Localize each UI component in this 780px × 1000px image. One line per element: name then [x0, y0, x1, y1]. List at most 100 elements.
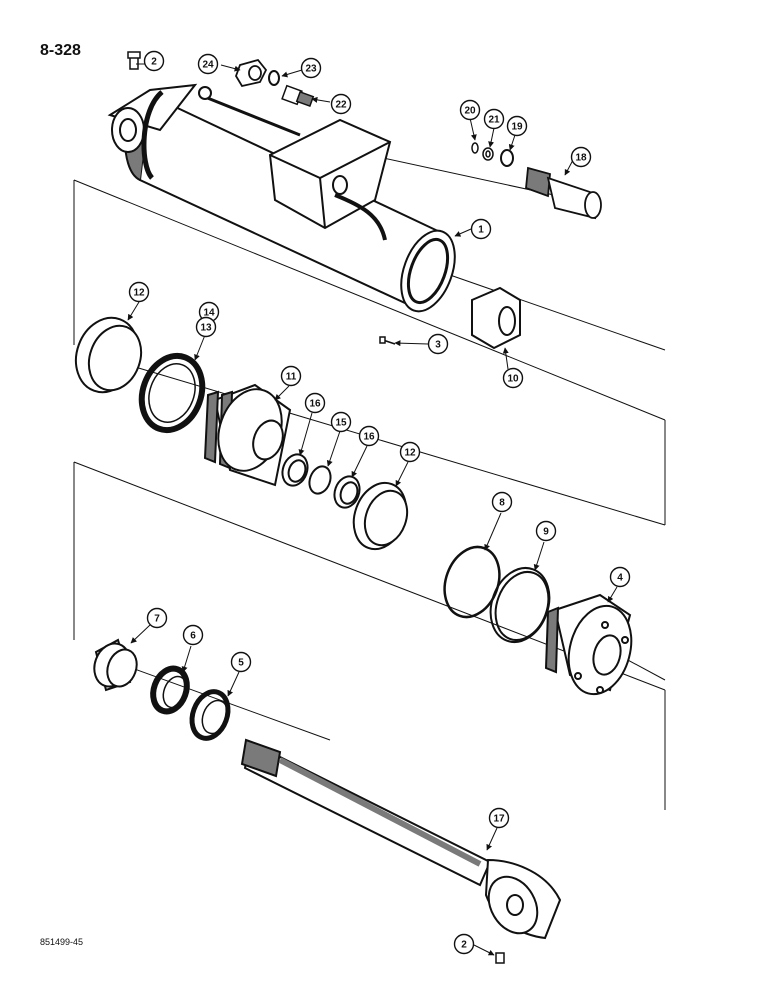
- callout-24: 24: [197, 53, 219, 75]
- callout-number: 3: [435, 340, 441, 351]
- callout-number: 9: [543, 527, 549, 538]
- callout-leaders: [127, 63, 618, 956]
- callout-circle: [143, 50, 165, 72]
- o-ring-19: [500, 149, 514, 167]
- callout-number: 11: [286, 372, 297, 383]
- callout-number: 5: [238, 658, 244, 669]
- page-number: 8-328: [40, 42, 81, 59]
- callout-circle: [197, 53, 219, 75]
- callout-17: 17: [488, 807, 510, 829]
- callout-16-b: 16: [358, 425, 380, 447]
- callout-circle: [570, 146, 592, 168]
- nut-10: [471, 286, 521, 350]
- callout-circle: [195, 316, 217, 338]
- callout-circle: [182, 624, 204, 646]
- callout-11: 11: [280, 365, 302, 387]
- callout-12-a: 12: [128, 281, 150, 303]
- callout-number: 17: [493, 814, 505, 825]
- callout-number: 23: [305, 64, 317, 75]
- callout-number: 15: [335, 418, 347, 429]
- callout-circle: [146, 607, 168, 629]
- callout-number: 14: [203, 308, 215, 319]
- callout-number: 22: [335, 100, 347, 111]
- bushing-7: [93, 638, 138, 692]
- callout-number: 16: [363, 432, 375, 443]
- callout-circle: [491, 491, 513, 513]
- callout-circle: [483, 108, 505, 130]
- seal-13-14: [138, 352, 206, 434]
- callout-16-a: 16: [304, 392, 326, 414]
- gland-4: [544, 593, 633, 696]
- wiper-5: [189, 689, 231, 741]
- backup-ring-9: [489, 567, 551, 643]
- callout-number: 13: [200, 323, 212, 334]
- callout-15: 15: [330, 411, 352, 433]
- callout-circle: [502, 367, 524, 389]
- callout-7: 7: [146, 607, 168, 629]
- callout-number: 8: [499, 498, 505, 509]
- callout-circle: [470, 218, 492, 240]
- ring-20: [471, 142, 479, 154]
- callout-number: 12: [404, 448, 416, 459]
- callout-20: 20: [459, 99, 481, 121]
- o-ring-15: [308, 465, 332, 495]
- ring-21: [482, 147, 494, 161]
- callout-number: 2: [461, 940, 467, 951]
- callout-number: 1: [478, 225, 484, 236]
- callout-circle: [280, 365, 302, 387]
- screw-3: [379, 336, 396, 345]
- grease-fitting-top: [127, 51, 141, 70]
- callout-circle: [300, 57, 322, 79]
- callout-number: 21: [488, 115, 500, 126]
- callout-circle: [459, 99, 481, 121]
- callout-21: 21: [483, 108, 505, 130]
- callout-1: 1: [470, 218, 492, 240]
- rod-seal-6: [150, 665, 190, 715]
- callout-circle: [330, 411, 352, 433]
- callout-2-bottom: 2: [453, 933, 475, 955]
- callout-4: 4: [609, 566, 631, 588]
- callout-number: 7: [154, 614, 160, 625]
- callout-circle: [488, 807, 510, 829]
- callout-circle: [304, 392, 326, 414]
- callout-number: 24: [202, 60, 214, 71]
- callout-3: 3: [427, 333, 449, 355]
- callout-23: 23: [300, 57, 322, 79]
- grease-fitting-bottom: [495, 952, 505, 964]
- callout-number: 18: [575, 153, 587, 164]
- callout-number: 2: [151, 57, 157, 68]
- callout-10: 10: [502, 367, 524, 389]
- relief-valve-18: [525, 166, 602, 220]
- callout-18: 18: [570, 146, 592, 168]
- callout-22: 22: [330, 93, 352, 115]
- callout-circle: [427, 333, 449, 355]
- piston-11: [203, 383, 292, 487]
- o-ring-23: [268, 70, 280, 86]
- callout-6: 6: [182, 624, 204, 646]
- callout-circle: [230, 651, 252, 673]
- callout-circle: [330, 93, 352, 115]
- cylinder-barrel: [107, 83, 456, 313]
- callout-number: 16: [309, 399, 321, 410]
- wear-ring-12-a: [74, 316, 143, 394]
- fitting-22: [281, 84, 315, 108]
- callout-circle: [535, 520, 557, 542]
- callout-number: 4: [617, 573, 623, 584]
- wear-ring-12-b: [352, 481, 409, 551]
- callout-number: 10: [507, 374, 519, 385]
- callout-12-b: 12: [399, 441, 421, 463]
- callout-circle: [128, 281, 150, 303]
- nut-24: [235, 58, 268, 88]
- backup-ring-16-a: [281, 453, 309, 487]
- callout-8: 8: [491, 491, 513, 513]
- callout-circle: [399, 441, 421, 463]
- callout-number: 6: [190, 631, 196, 642]
- callout-2-top: 2: [143, 50, 165, 72]
- callout-19: 19: [506, 115, 528, 137]
- callout-circle: [453, 933, 475, 955]
- piston-rod-17: [240, 738, 562, 940]
- callout-9: 9: [535, 520, 557, 542]
